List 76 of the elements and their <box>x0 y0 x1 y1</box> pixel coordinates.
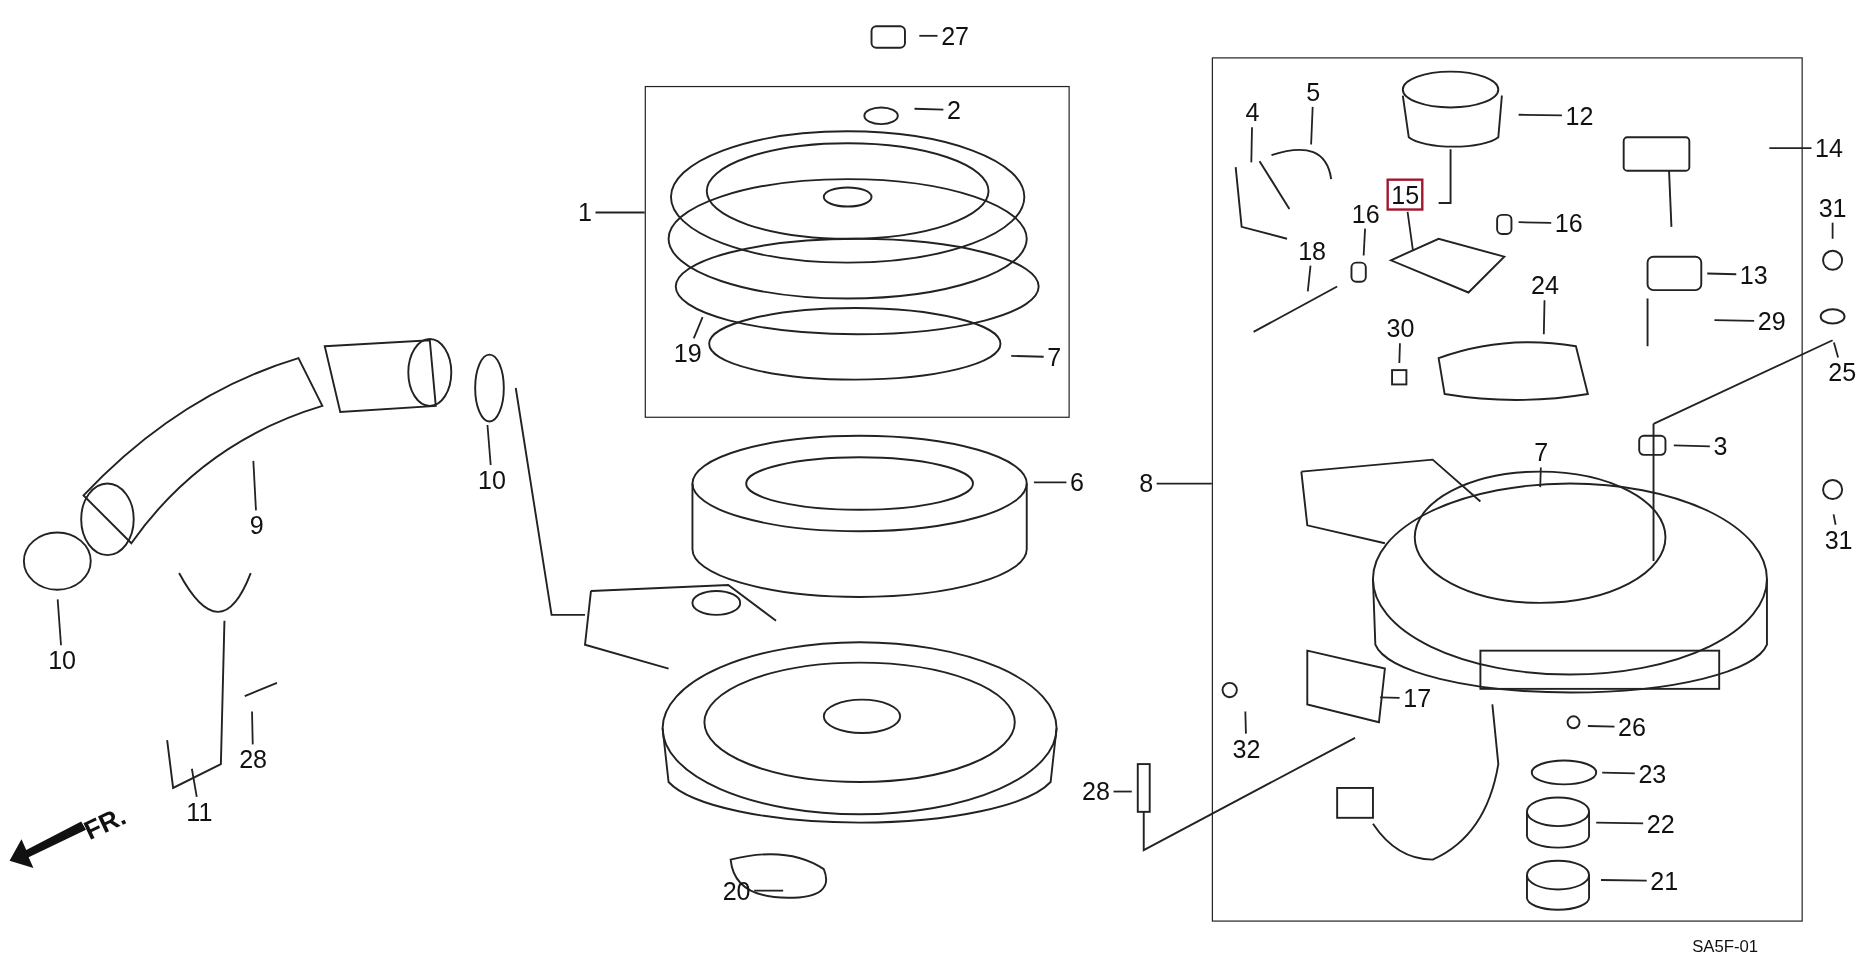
leader-line <box>1406 211 1414 252</box>
callout-number: 1 <box>575 198 595 227</box>
callout-number: 18 <box>1295 237 1329 265</box>
callout-number: 21 <box>1647 867 1681 895</box>
callout-number: 28 <box>1079 777 1113 806</box>
callout-number: 25 <box>1825 358 1859 387</box>
callout-number: 12 <box>1563 102 1596 130</box>
callout-number: 17 <box>1400 684 1434 713</box>
callout-number: 7 <box>1531 438 1551 467</box>
leader-line <box>1672 444 1711 448</box>
leader-line <box>1600 879 1648 882</box>
leader-line <box>252 459 257 512</box>
callout-number: 31 <box>1822 525 1855 554</box>
leader-line <box>486 424 492 466</box>
callout-number: 24 <box>1528 271 1562 300</box>
leader-line <box>1539 466 1542 488</box>
callout-number: 10 <box>475 466 509 494</box>
callout-number: 8 <box>1136 469 1156 498</box>
leader-line <box>1244 710 1247 735</box>
leader-line <box>1833 341 1839 359</box>
callout-number: 22 <box>1644 810 1677 838</box>
callout-number: 15 <box>1386 178 1424 211</box>
leader-line <box>1310 105 1314 146</box>
leader-line <box>692 316 704 340</box>
callout-number: 4 <box>1243 98 1262 126</box>
callout-number: 9 <box>247 511 267 540</box>
callout-number: 10 <box>45 646 79 674</box>
callout-number: 16 <box>1552 209 1586 237</box>
callout-number: 31 <box>1816 194 1849 222</box>
callout-number: 14 <box>1812 134 1846 162</box>
leader-line <box>1362 227 1366 257</box>
leader-line <box>1831 221 1834 240</box>
callout-number: 7 <box>1044 343 1064 371</box>
callout-number: 19 <box>671 339 704 368</box>
callout-number: 5 <box>1303 78 1323 106</box>
leader-line <box>1601 771 1636 775</box>
leader-line <box>1832 513 1837 526</box>
callout-number: 23 <box>1636 759 1669 788</box>
callout-number: 20 <box>720 876 753 905</box>
callout-number: 30 <box>1384 314 1417 343</box>
callout-number: 26 <box>1615 713 1649 741</box>
leader-line <box>1517 113 1563 117</box>
callout-number: 6 <box>1067 468 1087 497</box>
callout-number: 13 <box>1737 260 1771 289</box>
leader-line <box>753 889 785 892</box>
leader-line <box>1306 264 1312 293</box>
leader-line <box>1706 272 1738 276</box>
callout-number: 2 <box>944 96 964 124</box>
leader-line <box>1112 790 1133 793</box>
callout-number: 3 <box>1711 432 1730 461</box>
leader-line <box>1398 342 1401 364</box>
drawing-code: SA5F-01 <box>1691 936 1760 956</box>
callout-number: 11 <box>183 798 215 826</box>
leader-line <box>1517 221 1553 224</box>
callout-number: 29 <box>1755 307 1789 335</box>
callout-number: 16 <box>1349 199 1383 228</box>
leader-line <box>251 710 254 746</box>
leader-line <box>594 211 646 214</box>
leader-line <box>1713 319 1756 322</box>
leader-line <box>1379 696 1401 699</box>
direction-label: FR. <box>78 800 132 847</box>
callout-number: 32 <box>1230 734 1263 763</box>
leader-line <box>1010 355 1045 358</box>
leader-line <box>1542 299 1546 336</box>
leader-line <box>1033 481 1068 484</box>
leader-line <box>190 767 198 798</box>
callout-number: 27 <box>938 22 972 50</box>
leader-line <box>913 107 945 111</box>
leader-line <box>1155 482 1213 485</box>
callout-number: 28 <box>236 745 270 774</box>
leader-line <box>918 34 939 37</box>
leader-line <box>1768 147 1813 149</box>
leader-line <box>1595 821 1645 825</box>
leader-line <box>1250 126 1253 164</box>
leader-line <box>56 598 62 647</box>
leader-line <box>1586 725 1616 728</box>
